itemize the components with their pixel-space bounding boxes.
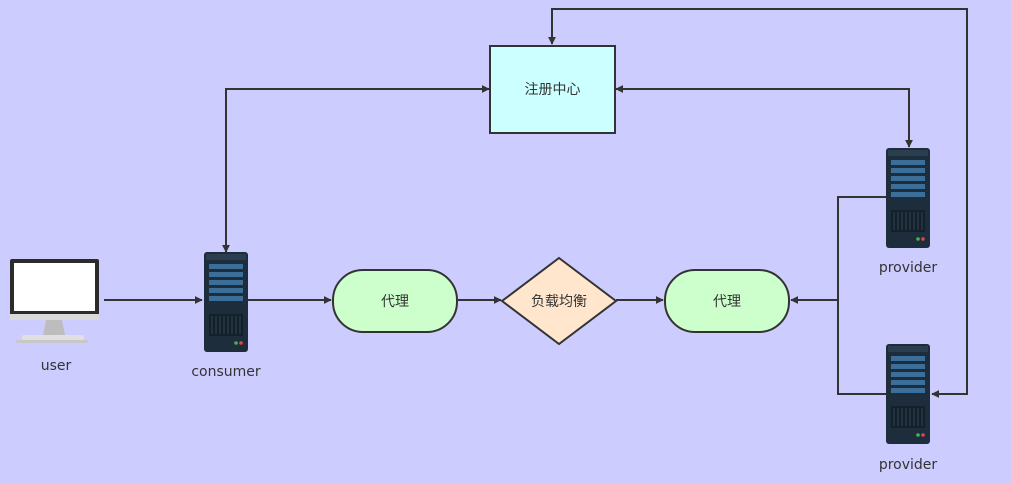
proxy-right-label: 代理: [713, 294, 741, 310]
edge-providers-bracket: [837, 196, 886, 395]
proxy-right-node[interactable]: 代理: [664, 269, 790, 333]
user-label: user: [41, 358, 72, 374]
proxy-left-label: 代理: [381, 294, 409, 310]
provider-bottom-node[interactable]: provider: [879, 343, 938, 473]
server-icon: [203, 251, 249, 353]
provider-top-label: provider: [879, 260, 938, 276]
desktop-computer-icon: [10, 259, 99, 343]
server-icon: [885, 147, 931, 249]
proxy-left-node[interactable]: 代理: [332, 269, 458, 333]
edge-registry-provider-top: [615, 85, 913, 148]
load-balancer-label: 负载均衡: [531, 294, 587, 310]
consumer-node[interactable]: consumer: [191, 251, 261, 380]
consumer-label: consumer: [191, 364, 261, 380]
user-node[interactable]: user: [10, 259, 99, 374]
registry-label: 注册中心: [525, 82, 581, 98]
registry-node[interactable]: 注册中心: [489, 45, 616, 134]
server-icon: [885, 343, 931, 445]
edge-consumer-registry: [222, 85, 490, 253]
load-balancer-node[interactable]: 负载均衡: [500, 256, 618, 346]
edge-provider-bottom-registry: [548, 8, 968, 398]
provider-top-node[interactable]: provider: [879, 147, 938, 276]
provider-bottom-label: provider: [879, 457, 938, 473]
